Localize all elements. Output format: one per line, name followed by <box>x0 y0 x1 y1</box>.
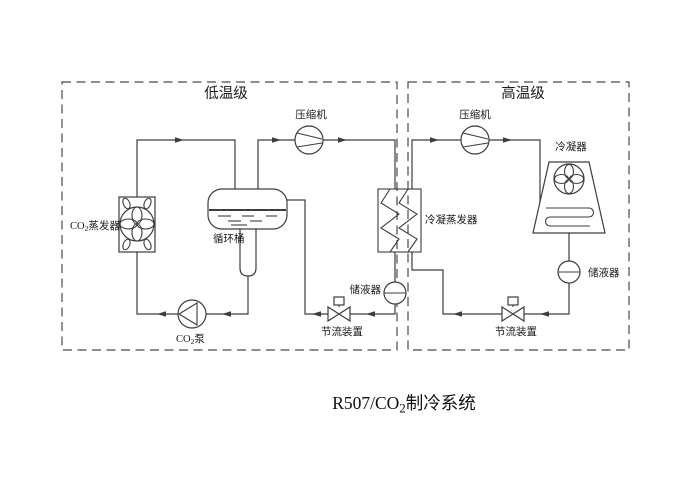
low-compressor: 压缩机 <box>294 108 327 155</box>
heat-exchanger-body <box>377 188 422 253</box>
arrow-right-icon <box>175 137 184 143</box>
low-receiver: 储液器 <box>350 281 407 305</box>
pump-circle <box>177 299 207 329</box>
arrow-right-icon <box>430 137 439 143</box>
pipe-throttle-to-tank <box>286 199 328 315</box>
high-compressor: 压缩机 <box>459 108 491 155</box>
compressor-vanes-icon <box>296 132 323 148</box>
arrow-left-icon <box>222 311 231 317</box>
low-receiver-label: 储液器 <box>350 283 382 296</box>
tank-drop-leg <box>239 229 257 277</box>
circulation-tank: 循环桶 <box>207 188 288 277</box>
liquid-dashes <box>218 215 277 226</box>
pipe-throttle-to-cascade <box>411 252 502 315</box>
arrow-left-icon <box>366 311 375 317</box>
pipe-cascade-to-high-compressor <box>411 139 461 189</box>
pipe-compressor-to-condenser <box>489 139 546 209</box>
high-throttle-valve: 节流装置 <box>495 296 537 338</box>
valve-actuator-icon <box>333 296 345 306</box>
high-stage-label: 高温级 <box>501 85 545 102</box>
high-compressor-label: 压缩机 <box>459 108 491 121</box>
pipe-pump-to-evaporator <box>136 252 178 315</box>
pipe-receiver-to-throttle-high <box>524 283 570 315</box>
compressor-circle <box>460 125 490 155</box>
valve-left-triangle <box>327 305 341 323</box>
co2-evaporator: CO2蒸发器 <box>70 196 156 253</box>
pipe-evaporator-to-tank <box>136 139 236 197</box>
arrow-left-icon <box>540 311 549 317</box>
cascade-condenser-evaporator: 冷凝蒸发器 <box>377 188 478 253</box>
high-receiver-label: 储液器 <box>588 266 620 279</box>
fan-blades-icon <box>553 163 585 195</box>
pipe-compressor-to-cascade <box>323 139 396 189</box>
low-stage-label: 低温级 <box>204 85 248 102</box>
condenser-label: 冷凝器 <box>555 140 587 153</box>
pump-triangle-icon <box>177 302 198 326</box>
valve-right-triangle <box>337 305 351 323</box>
cascade-evaporator-label: 冷凝蒸发器 <box>425 213 478 226</box>
condenser: 冷凝器 <box>532 140 606 234</box>
compressor-vanes-icon <box>462 132 489 148</box>
diagram-title: R507/CO2制冷系统 <box>332 393 476 416</box>
pipe-tank-to-compressor <box>257 139 295 189</box>
co2-pump-label: CO2泵 <box>176 333 205 346</box>
co2-evaporator-label: CO2蒸发器 <box>70 219 120 233</box>
pipe-tank-leg-to-pump <box>206 276 249 315</box>
arrow-left-icon <box>312 311 321 317</box>
low-throttle-valve: 节流装置 <box>321 296 363 338</box>
valve-actuator-icon <box>507 296 519 306</box>
valve-left-triangle <box>501 305 515 323</box>
condenser-body <box>532 161 606 234</box>
low-throttle-label: 节流装置 <box>321 325 363 338</box>
compressor-circle <box>294 125 324 155</box>
arrow-right-icon <box>338 137 347 143</box>
high-stage-boundary-box <box>407 81 630 351</box>
zigzag-coil-right <box>398 188 418 253</box>
flow-arrows <box>157 137 549 317</box>
high-throttle-label: 节流装置 <box>495 325 537 338</box>
condenser-coil <box>544 207 595 227</box>
arrow-left-icon <box>157 311 166 317</box>
zigzag-coil-left <box>380 188 400 253</box>
pipe-receiver-to-throttle <box>350 304 396 315</box>
arrow-right-icon <box>272 137 281 143</box>
high-receiver: 储液器 <box>557 260 620 284</box>
circulation-tank-label: 循环桶 <box>213 232 245 245</box>
low-compressor-label: 压缩机 <box>295 108 327 121</box>
arrow-right-icon <box>503 137 512 143</box>
fan-blades-icon <box>119 197 155 251</box>
valve-right-triangle <box>511 305 525 323</box>
arrow-left-icon <box>453 311 462 317</box>
co2-pump: CO2泵 <box>176 299 207 346</box>
